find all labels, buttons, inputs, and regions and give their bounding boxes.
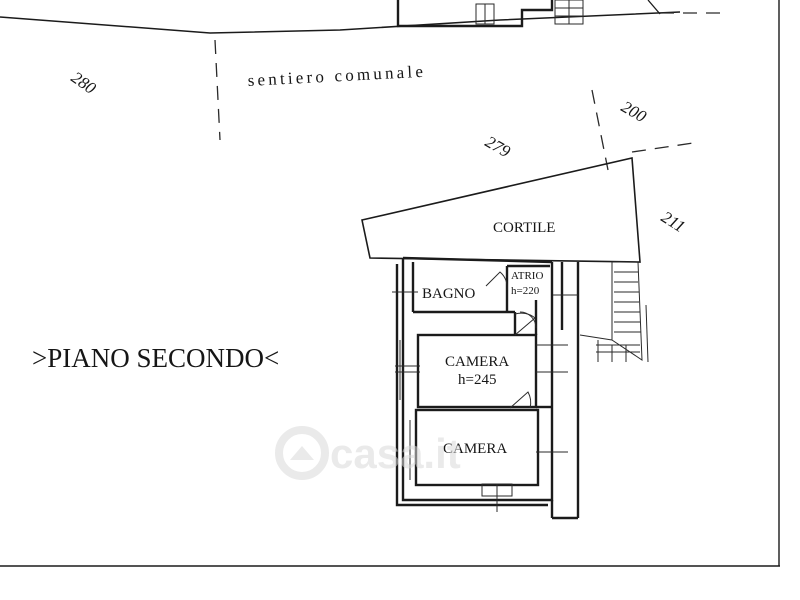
parcel-number-279: 279 [482,132,514,161]
bedroom-1-height-label: h=245 [458,372,496,388]
parcel-number-211: 211 [658,207,689,236]
parcel-number-200: 200 [618,97,650,126]
courtyard-label: CORTILE [493,220,555,236]
upper-building-fragment [396,0,661,28]
bathroom-label: BAGNO [422,286,476,302]
watermark-text: casa.it [330,430,461,477]
street-boundary [0,11,720,171]
apartment-walls [392,256,580,520]
floor-title: >PIANO SECONDO< [32,343,279,373]
watermark-logo: casa.it [275,426,461,480]
courtyard-outline [361,157,641,263]
bedroom-1-label: CAMERA [445,354,509,370]
atrium-height-label: h=220 [511,285,540,297]
external-staircase [579,261,649,363]
page-frame [0,0,780,567]
parcel-number-280: 280 [68,68,100,98]
atrium-label: ATRIO [511,270,543,282]
bedroom-2-label: CAMERA [443,441,507,457]
street-name-label: sentiero comunale [247,62,426,90]
